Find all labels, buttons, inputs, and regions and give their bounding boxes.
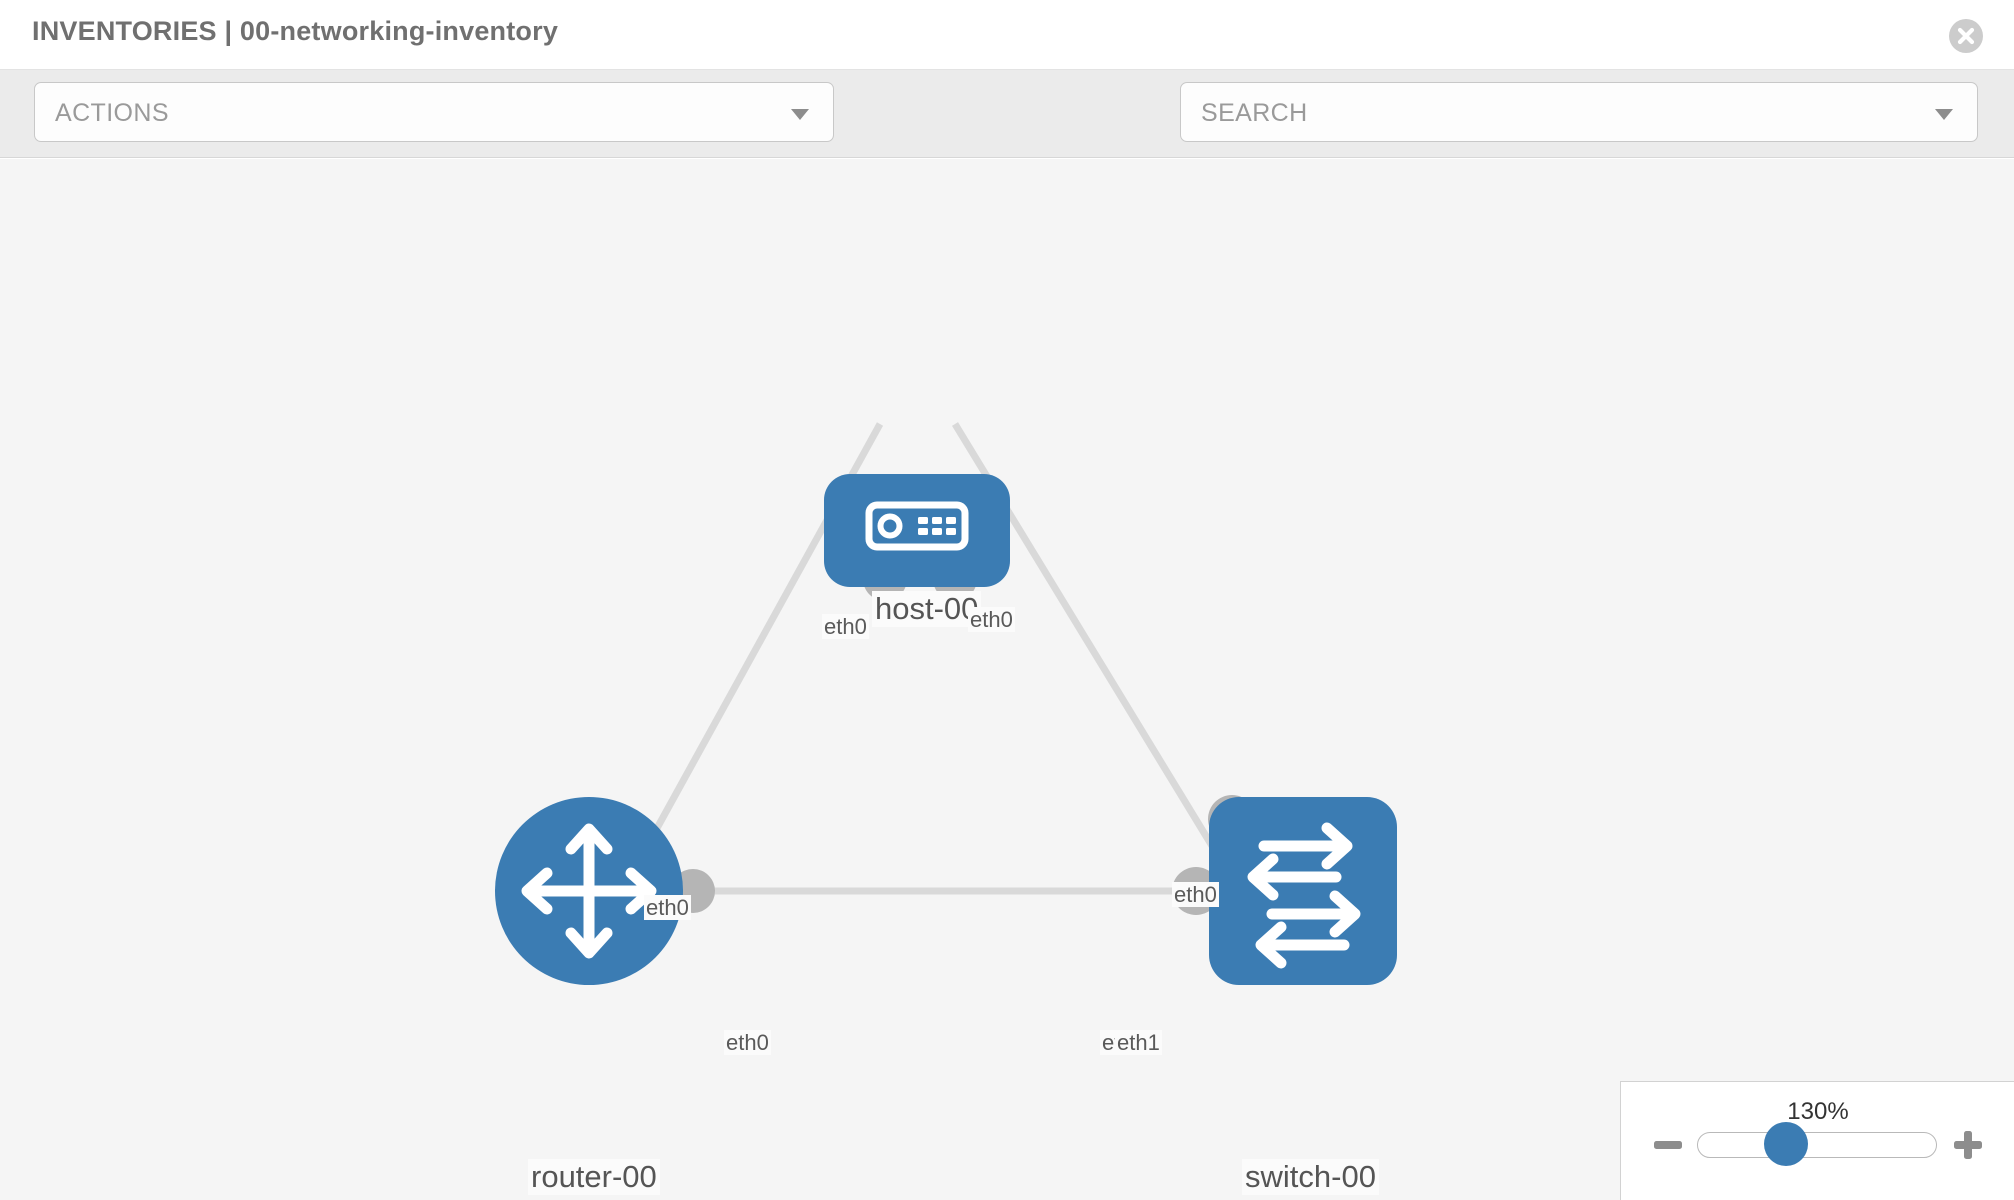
topology-canvas[interactable]: host-00 eth0 eth0 eth0 eth0 eth0 eth0 et… [0,159,2014,1200]
iface-label-router-trunk: eth0 [724,1030,771,1056]
zoom-slider-thumb[interactable] [1764,1122,1808,1166]
header-bar: INVENTORIES | 00-networking-inventory [0,0,2014,70]
iface-label-switch-uplink: eth0 [1172,882,1219,908]
node-label-host-00: host-00 [872,591,982,627]
node-router-00[interactable] [495,797,683,985]
actions-dropdown[interactable]: ACTIONS [34,82,834,142]
topology-graph [495,422,1397,985]
server-appliance-icon [865,501,969,551]
zoom-level-value: 130% [1787,1098,1849,1125]
minus-icon[interactable] [1651,1128,1685,1162]
search-input[interactable]: SEARCH [1180,82,1978,142]
zoom-slider[interactable] [1697,1132,1937,1158]
zoom-control-panel: 130% [1620,1081,2014,1200]
plus-icon[interactable] [1951,1128,1985,1162]
close-circle-icon[interactable] [1948,18,1984,54]
page-title: INVENTORIES | 00-networking-inventory [32,16,559,46]
node-label-switch-00: switch-00 [1242,1159,1379,1195]
iface-label-switch-trunk-b: eth1 [1115,1030,1162,1056]
node-switch-00[interactable] [1209,797,1397,985]
node-label-router-00: router-00 [528,1159,660,1195]
chevron-down-icon [791,109,809,120]
iface-label-router-uplink: eth0 [644,895,691,921]
toolbar: ACTIONS [0,70,2014,203]
actions-dropdown-label: ACTIONS [55,99,169,127]
switch-arrows-icon [1247,822,1361,969]
search-input-placeholder: SEARCH [1201,99,1308,127]
router-arrows-icon [521,823,657,959]
iface-label-host-right: eth0 [968,607,1015,633]
node-host-00[interactable] [824,474,1010,587]
chevron-down-icon [1935,109,1953,120]
iface-label-host-left: eth0 [822,614,869,640]
